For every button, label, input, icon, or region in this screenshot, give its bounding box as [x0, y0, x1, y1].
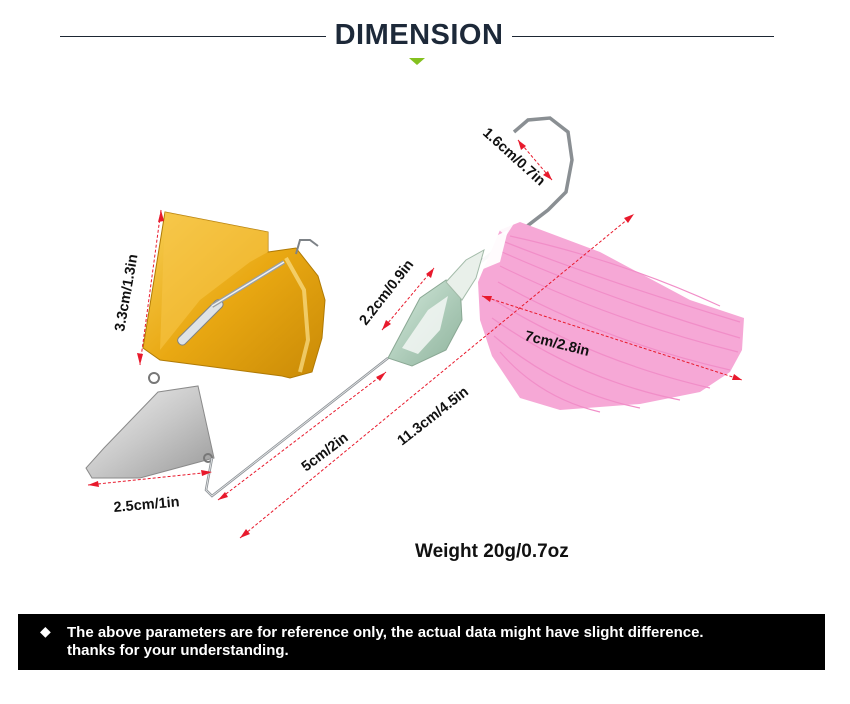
notice-text: The above parameters are for reference o… [67, 624, 817, 660]
dim-label-hook: 1.6cm/0.7in [479, 125, 548, 189]
hook [468, 116, 574, 272]
skirt [476, 190, 744, 413]
dim-line-skirt [481, 295, 743, 381]
weight-label: Weight 20g/0.7oz [415, 541, 569, 562]
dim-label-blade-height: 3.3cm/1.3in [112, 253, 141, 333]
dim-label-total: 11.3cm/4.5in [395, 384, 472, 449]
lure-diagram: 3.3cm/1.3in 2.5cm/1in 5cm/2in 11.3cm/4.5… [85, 116, 744, 539]
dimension-arrowheads [88, 140, 742, 538]
dim-label-small-blade: 2.5cm/1in [113, 494, 180, 516]
dim-line-small-blade [87, 471, 213, 486]
section-title: DIMENSION [334, 19, 504, 51]
notice-line-2: thanks for your understanding. [67, 642, 289, 659]
notice-line-1: The above parameters are for reference o… [67, 624, 704, 641]
dim-line-blade-height [139, 209, 162, 366]
wire-frame [204, 357, 389, 498]
dim-line-hook [517, 139, 553, 181]
silver-blade [85, 372, 215, 479]
dimension-lines [87, 139, 743, 539]
dim-line-total [239, 213, 635, 539]
gold-blade [142, 211, 326, 379]
title-rule-right [512, 36, 774, 37]
dim-line-head [381, 267, 435, 331]
header: DIMENSION [0, 0, 850, 70]
notice-banner: ◆ The above parameters are for reference… [18, 614, 825, 670]
dim-label-arm: 5cm/2in [299, 430, 352, 475]
lure-head [387, 248, 485, 367]
title-marker-icon [409, 58, 425, 65]
dim-line-arm [217, 371, 387, 501]
dim-label-head: 2.2cm/0.9in [357, 257, 418, 328]
diamond-bullet-icon: ◆ [40, 623, 51, 639]
title-rule-left [60, 36, 326, 37]
